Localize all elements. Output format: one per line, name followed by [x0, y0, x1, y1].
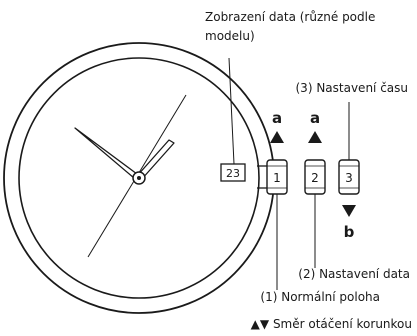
watch-dial-outline	[18, 57, 260, 299]
watch-hands	[74, 94, 187, 258]
crown-2-label: 2	[311, 171, 319, 185]
arrow-down-icon	[342, 205, 356, 217]
label-date-display-line1: Zobrazení data (různé podle	[205, 10, 375, 24]
crown-3-label: 3	[345, 171, 353, 185]
label-legend: ▲▼ Směr otáčení korunkou	[251, 317, 412, 331]
arrow-up-icon	[308, 131, 322, 143]
crown-1-label: 1	[273, 171, 281, 185]
crown-position-2: 2	[304, 159, 326, 195]
arrow-b-letter: b	[344, 223, 355, 241]
arrow-a1-letter: a	[272, 109, 282, 127]
label-position-2: (2) Nastavení data	[298, 267, 410, 281]
arrow-up-icon	[270, 131, 284, 143]
label-date-display-line2: modelu)	[205, 29, 255, 43]
leader-date-display	[228, 57, 235, 165]
crown-position-1: 1	[266, 159, 288, 195]
crown-position-3: 3	[338, 159, 360, 195]
date-window	[220, 163, 246, 182]
date-window-value: 23	[226, 167, 240, 180]
arrow-a2-letter: a	[310, 109, 320, 127]
label-position-3: (3) Nastavení času	[296, 81, 409, 95]
minute-hand	[74, 127, 138, 179]
label-position-1: (1) Normální poloha	[260, 290, 380, 304]
